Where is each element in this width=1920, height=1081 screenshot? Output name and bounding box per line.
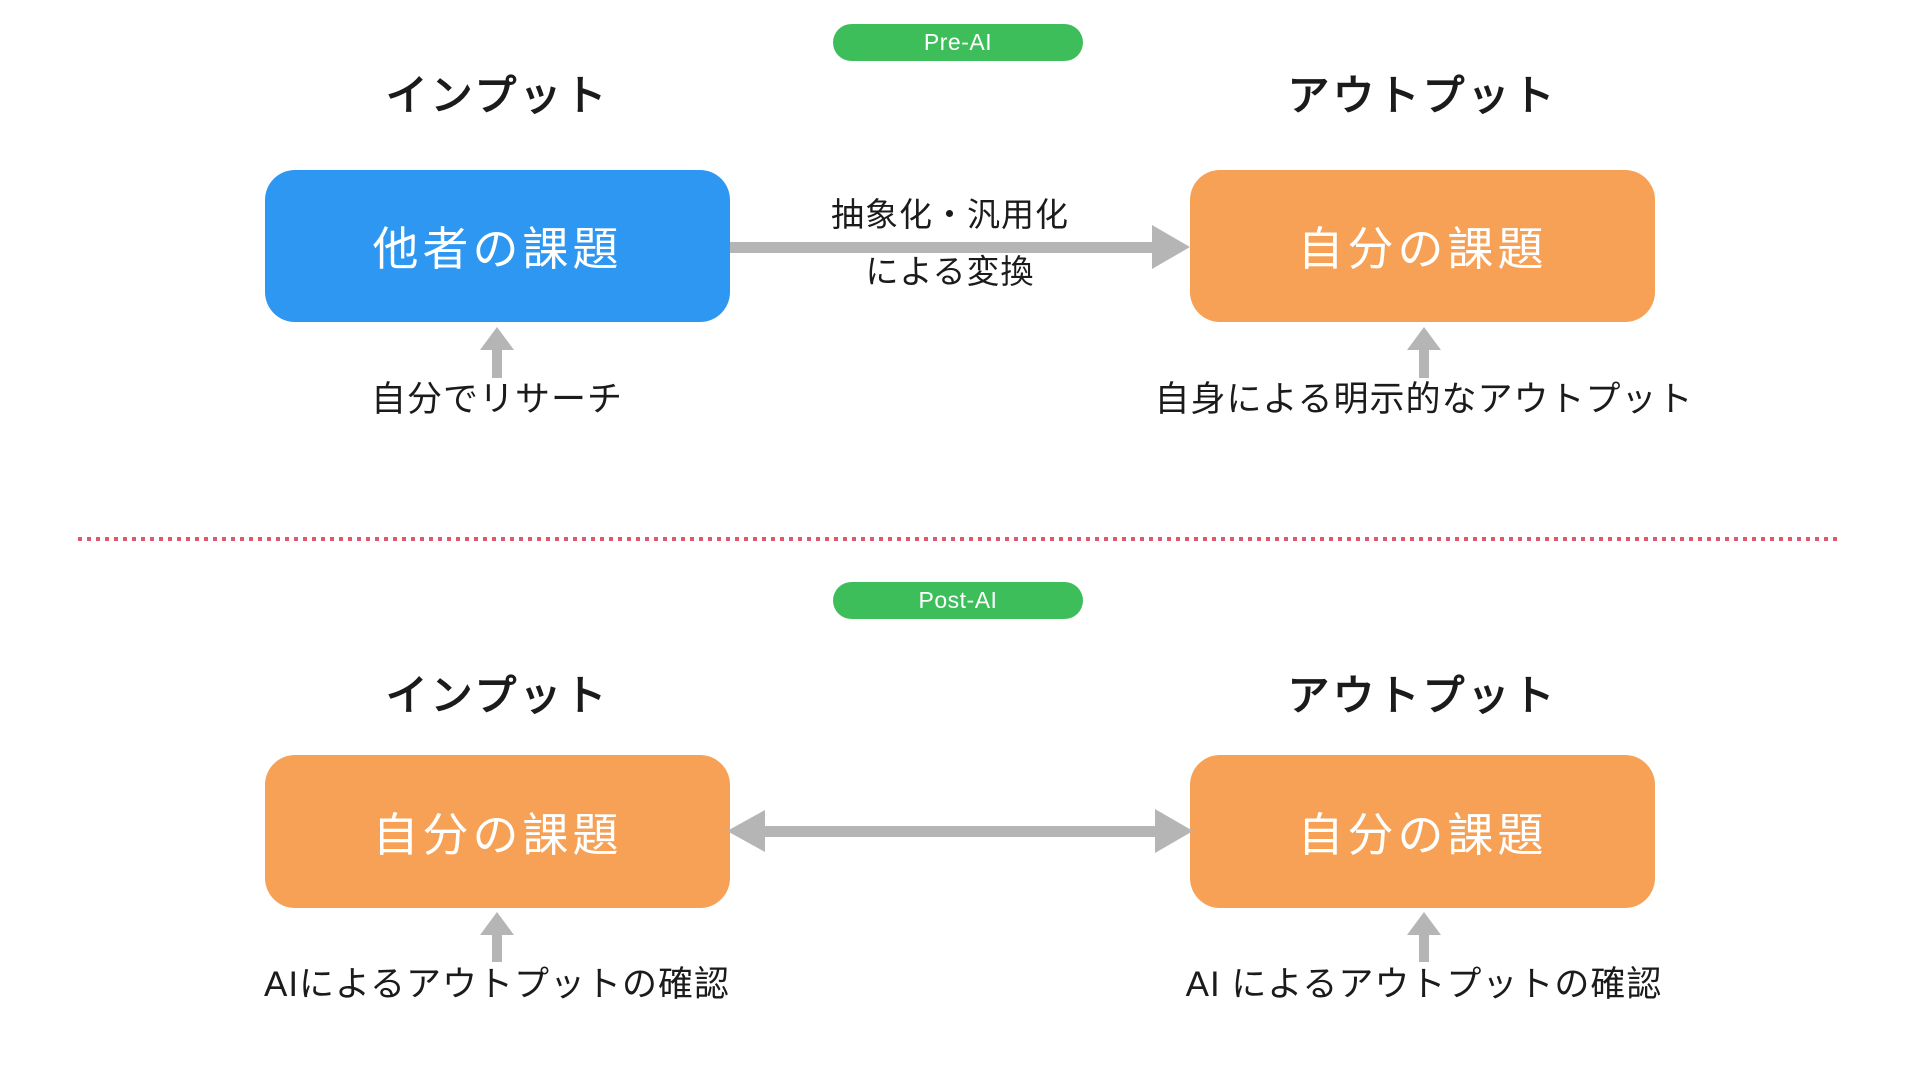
pre-ai-input-box: 他者の課題 xyxy=(265,170,730,322)
post-ai-input-caption: AIによるアウトプットの確認 xyxy=(263,965,731,1004)
post-ai-input-up-arrow-head xyxy=(480,912,514,935)
transform-arrow-head xyxy=(1152,225,1190,269)
post-ai-badge: Post-AI xyxy=(833,582,1083,619)
pre-ai-output-label: アウトプット xyxy=(1287,72,1558,119)
double-arrow-left-head xyxy=(727,810,765,852)
post-ai-output-up-arrow-stem xyxy=(1419,935,1429,962)
post-ai-input-label: インプット xyxy=(385,672,610,719)
post-ai-input-box: 自分の課題 xyxy=(265,755,730,908)
post-ai-output-label: アウトプット xyxy=(1287,672,1558,719)
pre-ai-output-box: 自分の課題 xyxy=(1190,170,1655,322)
transform-arrow-label-line2: による変換 xyxy=(865,253,1035,290)
pre-ai-badge: Pre-AI xyxy=(833,24,1083,61)
pre-ai-input-caption: 自分でリサーチ xyxy=(370,380,623,419)
pre-ai-input-label: インプット xyxy=(385,72,610,119)
post-ai-output-up-arrow-head xyxy=(1407,912,1441,935)
transform-arrow-label-line1: 抽象化・汎用化 xyxy=(831,196,1069,233)
double-arrow-shaft xyxy=(762,826,1158,837)
transform-arrow-label: 抽象化・汎用化 による変換 xyxy=(745,186,1155,300)
pre-ai-output-caption: 自身による明示的なアウトプット xyxy=(1154,380,1694,419)
post-ai-output-box: 自分の課題 xyxy=(1190,755,1655,908)
post-ai-input-up-arrow-stem xyxy=(492,935,502,962)
section-divider-dotted-line xyxy=(78,537,1840,541)
pre-ai-output-up-arrow-stem xyxy=(1419,350,1429,378)
transform-arrow-shaft xyxy=(730,242,1154,253)
post-ai-output-caption: AI によるアウトプットの確認 xyxy=(1185,965,1663,1004)
pre-ai-input-up-arrow-head xyxy=(480,327,514,350)
double-arrow-right-head xyxy=(1155,809,1193,853)
pre-ai-input-up-arrow-stem xyxy=(492,350,502,378)
pre-ai-output-up-arrow-head xyxy=(1407,327,1441,350)
